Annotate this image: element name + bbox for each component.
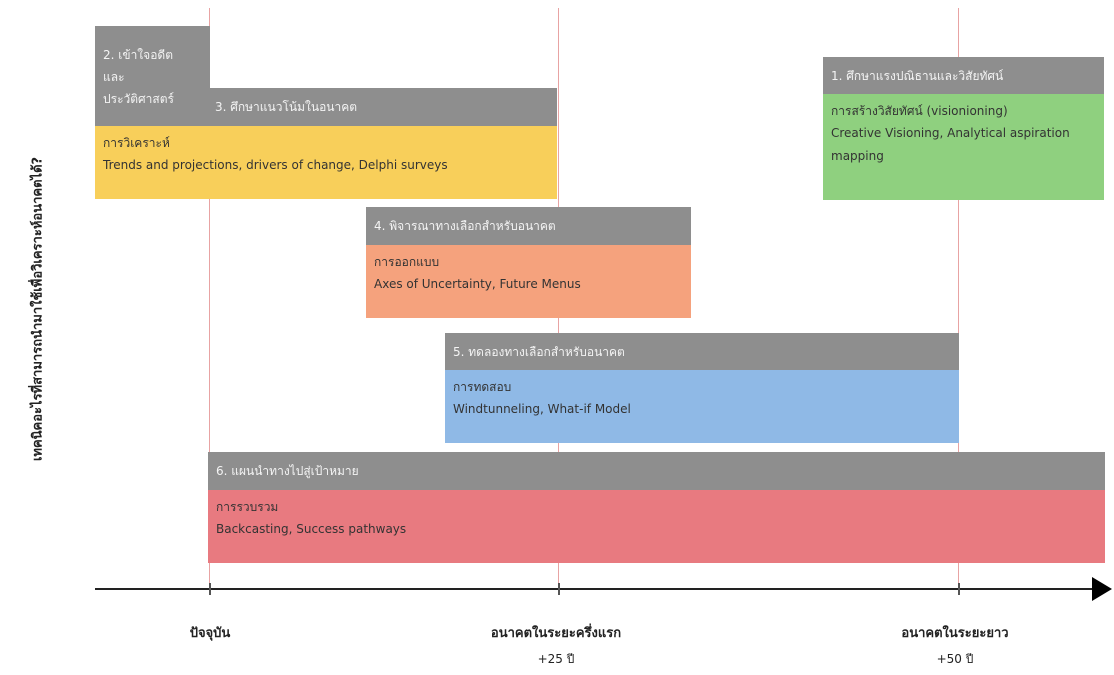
tick-present (209, 583, 211, 595)
step-3-header: 3. ศึกษาแนวโน้มในอนาคต (207, 88, 557, 126)
step-4-body-text: Axes of Uncertainty, Future Menus (374, 277, 581, 291)
guide-line-present (209, 8, 210, 585)
x-label-present: ปัจจุบัน (189, 626, 231, 641)
step-6-body: การรวบรวม Backcasting, Success pathways (208, 490, 1105, 563)
step-4-header: 4. พิจารณาทางเลือกสำหรับอนาคต (366, 207, 691, 245)
x-label-long-future: อนาคตในระยะยาว (901, 626, 1009, 641)
x-label-mid-future: อนาคตในระยะครึ่งแรก (490, 626, 622, 641)
step-6-header: 6. แผนนำทางไปสู่เป้าหมาย (208, 452, 1105, 490)
step-3-title: 3. ศึกษาแนวโน้มในอนาคต (215, 100, 358, 114)
x-sublabel-mid-future: +25 ปี (537, 652, 575, 666)
step-1-body: การสร้างวิสัยทัศน์ (visionioning) Creati… (823, 94, 1104, 200)
step-3-body: การวิเคราะห์ Trends and projections, dri… (95, 126, 557, 199)
step-2-title-line-3: ประวัติศาสตร์ (103, 92, 174, 106)
step-5-header: 5. ทดลองทางเลือกสำหรับอนาคต (445, 333, 959, 370)
step-6-body-text: Backcasting, Success pathways (216, 522, 407, 536)
guide-line-long-future (958, 8, 959, 585)
step-4-title: 4. พิจารณาทางเลือกสำหรับอนาคต (374, 219, 556, 233)
step-6-title: 6. แผนนำทางไปสู่เป้าหมาย (216, 464, 359, 478)
step-6-body-title: การรวบรวม (216, 500, 279, 514)
timeline-arrow-icon (1092, 577, 1112, 601)
y-axis-label: เทคนิคอะไรที่สามารถนำมาใช้เพื่อวิเคราะห์… (30, 156, 46, 462)
step-1-title: 1. ศึกษาแรงปณิธานและวิสัยทัศน์ (831, 68, 1004, 83)
step-4-body: การออกแบบ Axes of Uncertainty, Future Me… (366, 245, 691, 318)
step-3-body-text: Trends and projections, drivers of chang… (103, 158, 448, 172)
step-4-body-title: การออกแบบ (374, 255, 440, 269)
step-2-title-line-2: และ (103, 70, 125, 84)
step-1-body-line-1: Creative Visioning, Analytical aspiratio… (831, 126, 1070, 140)
step-1-body-title: การสร้างวิสัยทัศน์ (visionioning) (831, 104, 1008, 118)
tick-long-future (958, 583, 960, 595)
step-2-header: 2. เข้าใจอดีต และ ประวัติศาสตร์ (95, 26, 210, 126)
step-5-title: 5. ทดลองทางเลือกสำหรับอนาคต (453, 344, 625, 359)
step-5-body-text: Windtunneling, What-if Model (453, 402, 631, 416)
step-1-header: 1. ศึกษาแรงปณิธานและวิสัยทัศน์ (823, 57, 1104, 94)
step-5-body-title: การทดสอบ (453, 380, 512, 394)
step-1-body-line-2: mapping (831, 149, 884, 163)
tick-mid-future (558, 583, 560, 595)
step-5-body: การทดสอบ Windtunneling, What-if Model (445, 370, 959, 443)
x-sublabel-long-future: +50 ปี (936, 652, 974, 666)
step-2-title-line-1: 2. เข้าใจอดีต (103, 48, 173, 62)
step-3-body-title: การวิเคราะห์ (103, 136, 170, 150)
timeline-axis (95, 588, 1095, 590)
